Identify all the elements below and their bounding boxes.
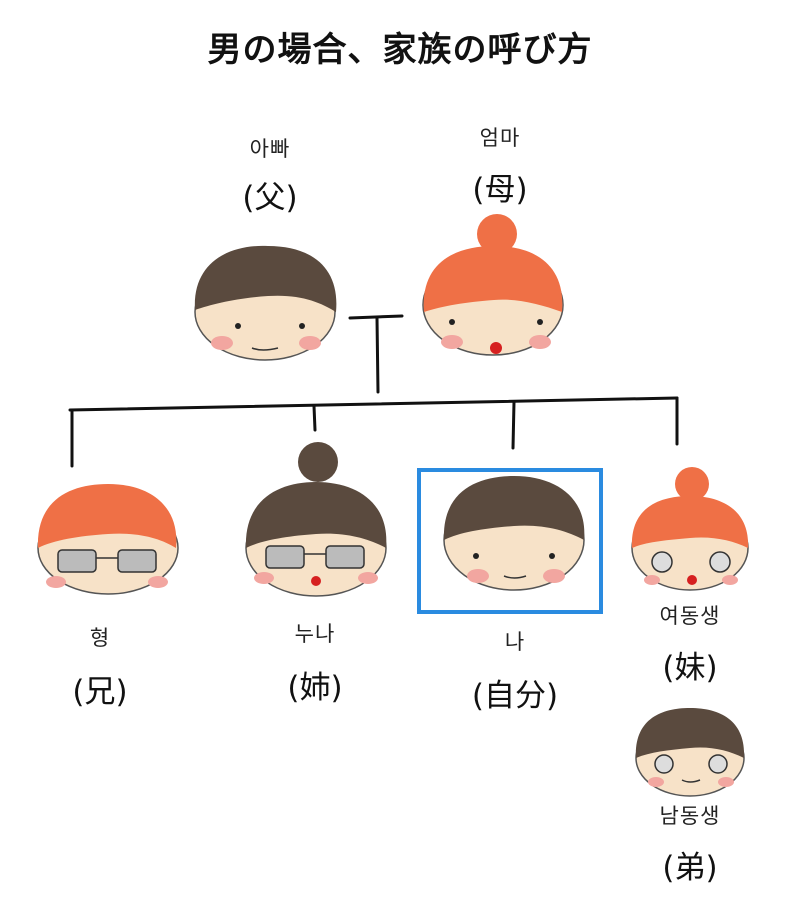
tree-lines [68,314,679,468]
younger-sister-korean-label: 여동생 [659,604,721,628]
younger-sister-face [631,467,749,591]
self-highlight-box [417,468,603,614]
elder-brother-face [37,484,179,595]
branch-self [511,400,516,450]
younger-brother-face [635,708,745,797]
parents-stem-line [375,316,380,394]
father-kanji-label: (父) [242,180,298,216]
elder-brother-kanji-label: (兄) [72,674,128,710]
father-korean-label: 아빠 [249,137,291,161]
mother-face [422,214,564,356]
younger-sister-kanji-label: (妹) [662,650,718,686]
younger-brother-korean-label: 남동생 [659,804,721,828]
elder-sister-korean-label: 누나 [294,622,336,646]
branch-elder-sister [312,404,317,432]
self-kanji-label: (自分) [471,678,559,714]
self-face [443,476,585,591]
father-face [194,245,337,361]
elder-brother-korean-label: 형 [89,626,111,650]
younger-brother-kanji-label: (弟) [662,850,718,886]
self-korean-label: 나 [504,630,526,654]
siblings-horizontal-line [68,396,679,412]
page-title: 男の場合、家族の呼び方 [207,30,593,70]
elder-sister-kanji-label: (姉) [287,670,343,706]
mother-korean-label: 엄마 [479,126,521,150]
mother-kanji-label: (母) [472,172,528,208]
elder-sister-face [245,442,387,597]
